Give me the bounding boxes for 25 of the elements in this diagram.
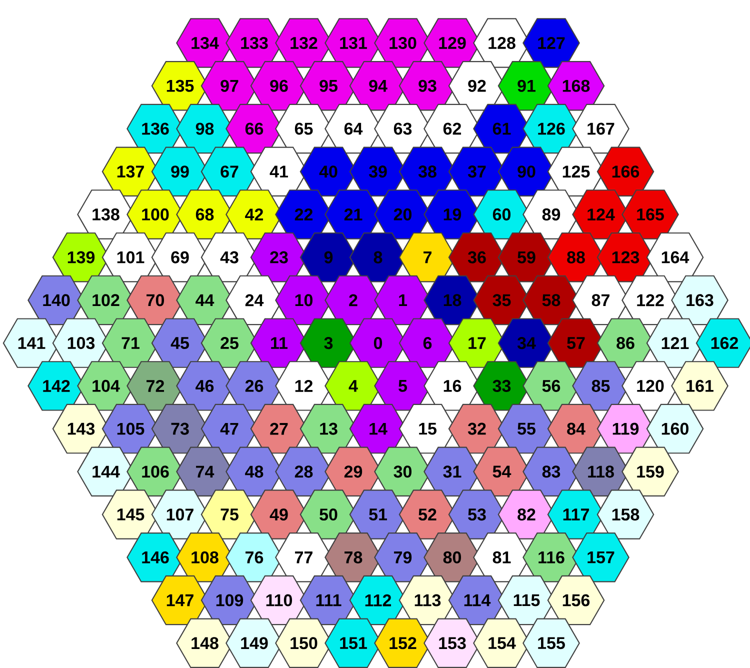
hex-cell: 150: [275, 618, 332, 668]
hex-cell: 153: [424, 618, 481, 668]
hex-cell: 2: [324, 275, 382, 326]
hex-cell: 149: [226, 618, 283, 668]
hex-cell: 157: [572, 532, 630, 582]
hex-cell: 9: [300, 232, 358, 282]
hex-cell: 3: [300, 318, 358, 368]
hex-cell: 161: [671, 361, 728, 411]
hex-cell: 151: [324, 618, 382, 668]
hex-cell: 148: [176, 618, 234, 668]
hex-cell: 159: [622, 446, 679, 497]
hex-cell: 156: [547, 575, 605, 626]
hex-cell: 8: [349, 232, 407, 282]
hex-cell: 4: [324, 361, 382, 411]
hex-cell: 5: [374, 361, 432, 411]
hex-cell: 154: [473, 618, 530, 668]
hex-cell: 6: [398, 318, 456, 368]
hex-cell: 155: [522, 618, 580, 668]
hex-cell: 1: [374, 275, 432, 326]
hex-cell: 152: [374, 618, 432, 668]
hex-cell: 158: [596, 490, 654, 540]
hex-cell: 160: [646, 404, 704, 454]
hex-cell: 0: [349, 318, 407, 368]
hex-cell: 162: [696, 318, 750, 368]
hex-cell: 7: [398, 232, 456, 282]
